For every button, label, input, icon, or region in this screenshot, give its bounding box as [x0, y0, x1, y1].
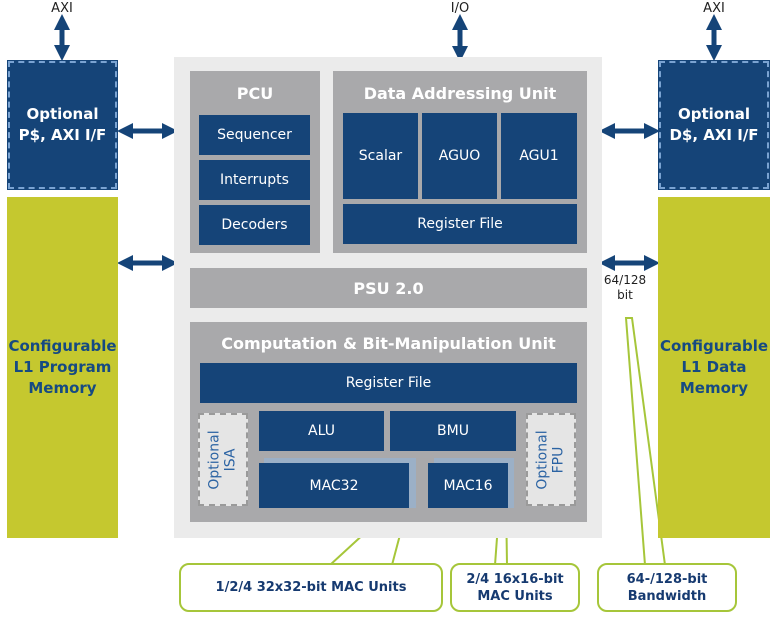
program-cache-block: Optional P$, AXI I/F	[7, 60, 118, 190]
optional-isa-label: Optional ISA	[207, 429, 240, 490]
interrupts-block: Interrupts	[199, 160, 310, 200]
pcu-title: PCU	[236, 84, 274, 103]
mac32-block: MAC32	[259, 463, 409, 508]
io-label: I/O	[450, 1, 470, 16]
cbu-register-file-block: Register File	[200, 363, 577, 403]
data-memory-block: Configurable L1 Data Memory	[658, 197, 770, 538]
dau-register-file-block: Register File	[343, 204, 577, 244]
optional-fpu-block: Optional FPU	[526, 413, 576, 506]
mac16-block: MAC16	[428, 463, 508, 508]
cbu-title: Computation & Bit-Manipulation Unit	[221, 334, 556, 353]
program-memory-block: Configurable L1 Program Memory	[7, 197, 118, 538]
mac32-callout: 1/2/4 32x32-bit MAC Units	[179, 563, 443, 612]
agu1-block: AGU1	[501, 113, 577, 199]
optional-isa-block: Optional ISA	[198, 413, 248, 506]
psu-title: PSU 2.0	[353, 278, 424, 298]
decoders-block: Decoders	[199, 205, 310, 245]
mac16-callout: 2/4 16x16-bit MAC Units	[450, 563, 580, 612]
aguo-block: AGUO	[422, 113, 497, 199]
bandwidth-callout: 64-/128-bit Bandwidth	[597, 563, 737, 612]
bandwidth-callout-line	[624, 317, 666, 566]
bmu-block: BMU	[390, 411, 516, 451]
alu-block: ALU	[259, 411, 384, 451]
axi-left-label: AXI	[51, 1, 73, 16]
dau-title: Data Addressing Unit	[363, 84, 557, 103]
optional-fpu-label: Optional FPU	[535, 429, 568, 490]
psu-panel: PSU 2.0	[190, 268, 587, 308]
sequencer-block: Sequencer	[199, 115, 310, 155]
axi-right-label: AXI	[703, 1, 725, 16]
bus-width-label: 64/128 bit	[603, 273, 647, 302]
data-cache-block: Optional D$, AXI I/F	[658, 60, 770, 190]
scalar-block: Scalar	[343, 113, 418, 199]
